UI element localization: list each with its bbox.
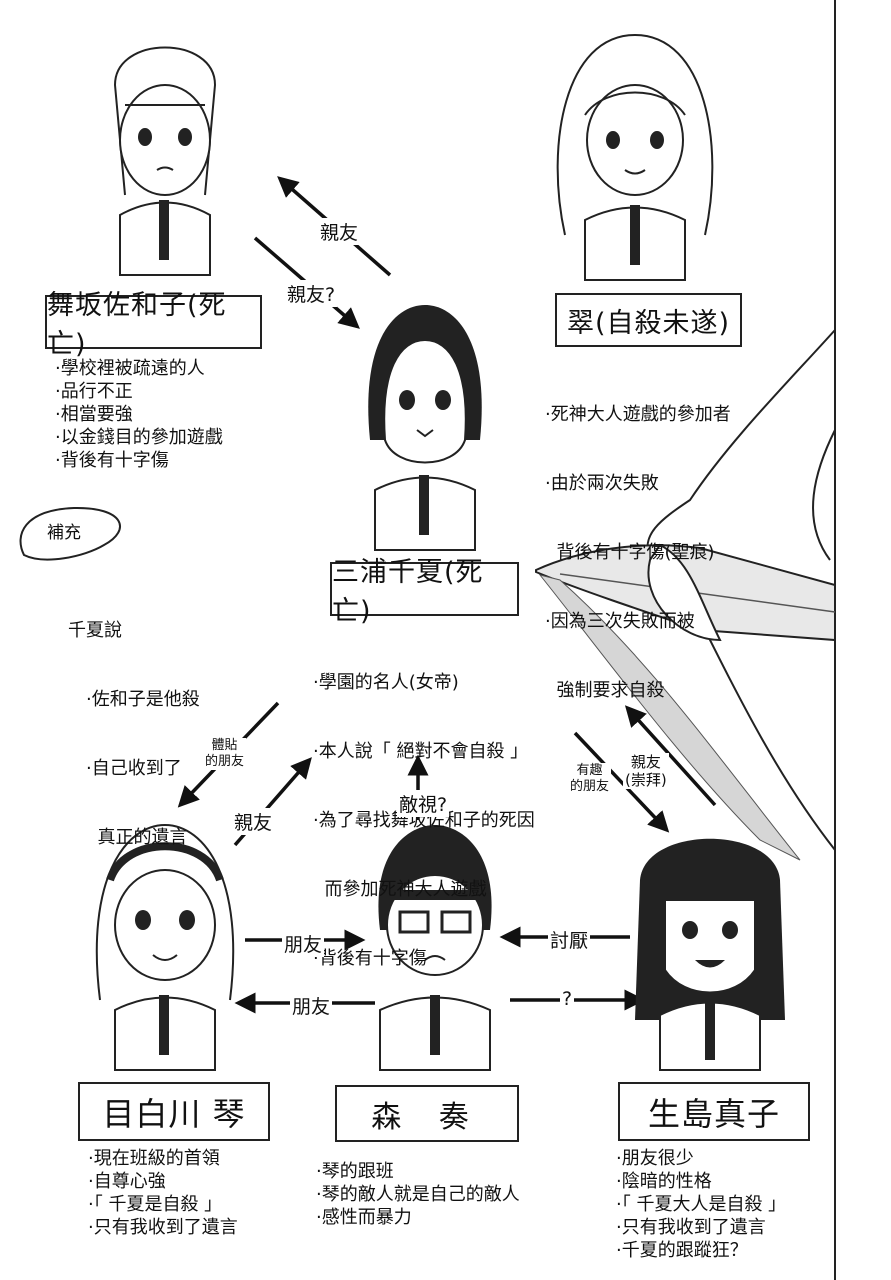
relation-label-koto-to-mori: 朋友 xyxy=(282,930,325,957)
note-line: ·朋友很少 xyxy=(616,1148,694,1169)
notes-ikushima: ·朋友很少 ·陰暗的性格 ·「 千夏大人是自殺 」 ·只有我收到了遺言 ·千夏的… xyxy=(616,1147,786,1262)
supplement-title: 補充 xyxy=(47,523,81,543)
note-line: ·「 千夏大人是自殺 」 xyxy=(616,1194,787,1215)
note-line: ·由於兩次失敗 xyxy=(545,473,659,494)
note-line: ·學園的名人(女帝) xyxy=(313,672,459,693)
note-line: 背後有十字傷(聖痕) xyxy=(545,542,715,563)
portrait-sawako xyxy=(113,46,217,276)
note-line: ·品行不正 xyxy=(55,381,133,402)
notes-mori: ·琴的跟班 ·琴的敵人就是自己的敵人 ·感性而暴力 xyxy=(316,1160,520,1229)
note-line: ·本人說「 絕對不會自殺 」 xyxy=(313,741,529,762)
note-line: ·自尊心強 xyxy=(88,1171,166,1192)
portrait-chinatsu xyxy=(368,305,482,551)
relation-label-mori-to-chinatsu: 敵視? xyxy=(397,790,450,817)
arrow-chinatsu-to-ikushima xyxy=(573,731,670,833)
name-box-sawako: 舞坂佐和子(死亡) xyxy=(45,290,262,360)
note-line: ·感性而暴力 xyxy=(316,1207,412,1228)
note-line: ·陰暗的性格 xyxy=(616,1171,712,1192)
note-line: ·只有我收到了遺言 xyxy=(616,1217,766,1238)
relation-label-chinatsu-to-sawako: 親友 xyxy=(318,218,361,245)
name-box-mori: 森 奏 xyxy=(335,1085,519,1142)
note-line: 而參加死神大人遊戲 xyxy=(313,879,487,900)
notes-chinatsu: ·學園的名人(女帝) ·本人說「 絕對不會自殺 」 ·為了尋找舞坂佐和子的死因 … xyxy=(313,625,535,1016)
note-line: ·現在班級的首領 xyxy=(88,1148,220,1169)
note-line: 強制要求自殺 xyxy=(545,680,665,701)
note-line: ·背後有十字傷 xyxy=(313,948,427,969)
note-line: ·相當要強 xyxy=(55,404,133,425)
portrait-mori xyxy=(378,825,492,1071)
note-line: ·琴的敵人就是自己的敵人 xyxy=(316,1184,520,1205)
note-line: ·因為三次失敗而被 xyxy=(545,611,695,632)
note-line: ·死神大人遊戲的參加者 xyxy=(545,404,731,425)
note-line: ·千夏的跟蹤狂？ xyxy=(616,1240,748,1261)
name-box-koto: 目白川 琴 xyxy=(78,1082,270,1141)
portrait-ikushima xyxy=(635,838,785,1071)
relation-label-chinatsu-to-koto: 體貼 的朋友 xyxy=(203,738,247,770)
portrait-midori xyxy=(556,33,714,281)
relation-label-chinatsu-to-ikushima: 有趣 的朋友 xyxy=(568,763,612,795)
arrow-ikushima-to-chinatsu xyxy=(624,705,717,807)
relation-label-koto-to-chinatsu: 親友 xyxy=(232,808,275,835)
portrait-koto xyxy=(95,823,235,1071)
note-line: ·為了尋找舞坂佐和子的死因 xyxy=(313,810,535,831)
notes-sawako: ·學校裡被疏遠的人 ·品行不正 ·相當要強 ·以金錢目的參加遊戲 ·背後有十字傷 xyxy=(55,357,223,472)
note-line: ·自己收到了 xyxy=(86,758,182,779)
supplement-notes: 千夏說 ·佐和子是他殺 ·自己收到了 真正的遺言 xyxy=(68,573,200,895)
relation-label-ikushima-to-chinatsu: 親友 (崇拜) xyxy=(623,753,669,789)
note-line: ·以金錢目的參加遊戲 xyxy=(55,427,223,448)
note-line: ·佐和子是他殺 xyxy=(86,689,200,710)
note-line: 千夏說 xyxy=(68,620,122,641)
relation-label-ikushima-to-mori: 討厭 xyxy=(548,926,591,953)
note-line: ·「 千夏是自殺 」 xyxy=(88,1194,223,1215)
note-line: ·學校裡被疏遠的人 xyxy=(55,358,205,379)
supplement-bubble xyxy=(19,506,121,561)
relation-label-sawako-to-chinatsu: 親友? xyxy=(285,280,338,307)
note-line: ·琴的跟班 xyxy=(316,1161,394,1182)
name-box-ikushima: 生島真子 xyxy=(618,1082,810,1141)
note-line: 真正的遺言 xyxy=(86,827,188,848)
note-line: ·只有我收到了遺言 xyxy=(88,1217,238,1238)
name-box-chinatsu: 三浦千夏(死亡) xyxy=(330,557,519,627)
notes-midori: ·死神大人遊戲的參加者 ·由於兩次失敗 背後有十字傷(聖痕) ·因為三次失敗而被… xyxy=(545,357,731,748)
notes-koto: ·現在班級的首領 ·自尊心強 ·「 千夏是自殺 」 ·只有我收到了遺言 xyxy=(88,1147,238,1239)
note-line: ·背後有十字傷 xyxy=(55,450,169,471)
relation-label-mori-to-ikushima: ? xyxy=(560,988,575,1010)
name-box-midori: 翠(自殺未遂) xyxy=(555,293,742,347)
relation-label-mori-to-koto: 朋友 xyxy=(290,992,333,1019)
